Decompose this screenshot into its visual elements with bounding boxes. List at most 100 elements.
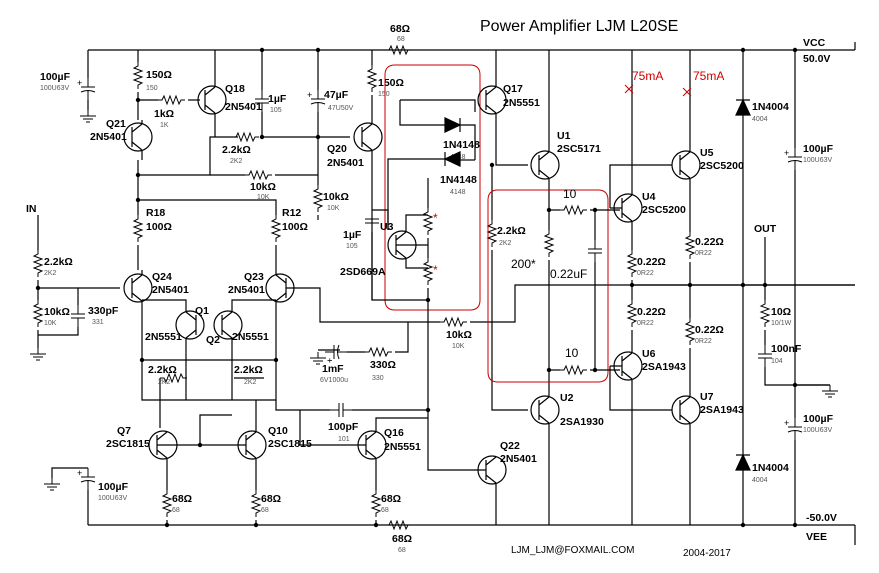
c022-note: 0.22uF [550, 267, 587, 281]
star-1: * [433, 211, 438, 225]
q17-transistor [477, 85, 507, 115]
r022-a-value: 0.22Ω [637, 256, 666, 268]
d1-value: 1N4148 [443, 139, 480, 151]
c47u-value: 47µF [324, 89, 349, 101]
r022-c-value: 0.22Ω [637, 306, 666, 318]
r12-value: 100Ω [282, 221, 308, 233]
r68-bot-code: 68 [398, 547, 406, 554]
footer-year: 2004-2017 [683, 548, 731, 559]
u6-type: 2SA1943 [642, 361, 686, 373]
r10k-fb-value: 10kΩ [446, 329, 472, 341]
c100p-value: 100pF [328, 421, 359, 433]
r68-bot-value: 68Ω [392, 533, 412, 545]
r10k-in-code: 10K [44, 320, 57, 327]
q2-type: 2N5551 [232, 331, 269, 343]
u2-type: 2SA1930 [560, 416, 604, 428]
r2k2-b-value: 2.2kΩ [148, 364, 177, 376]
q18-label: Q18 [225, 83, 245, 95]
u5-label: U5 [700, 147, 714, 159]
c1u-a-code: 105 [270, 107, 282, 114]
current-note-1: 75mA [632, 69, 663, 83]
c100u-d-code: 100U63V [803, 427, 833, 434]
c100u-b-value: 100µF [98, 481, 129, 493]
r2k2-c-value: 2.2kΩ [234, 364, 263, 376]
vee-label: VEE [806, 531, 827, 543]
u5-type: 2SC5200 [700, 160, 744, 172]
vcc-value: 50.0V [803, 53, 830, 65]
q1-type: 2N5551 [145, 331, 182, 343]
q1-label: Q1 [195, 305, 209, 317]
c1u-b-value: 1µF [343, 229, 362, 241]
d4-code: 4004 [752, 477, 768, 484]
r150-b-value: 150Ω [378, 77, 404, 89]
c1m-value: 1mF [322, 363, 344, 375]
r2k2-b-code: 2K2 [158, 379, 171, 386]
u5-transistor [671, 150, 701, 180]
r022-d-value: 0.22Ω [695, 324, 724, 336]
r022-a-code: 0R22 [637, 270, 654, 277]
u3-label: U3 [380, 221, 394, 233]
r022-b-code: 0R22 [695, 250, 712, 257]
d3-code: 4004 [752, 116, 768, 123]
r1k-code: 1K [160, 122, 169, 129]
star-2: * [433, 263, 438, 277]
output-label: OUT [754, 223, 777, 235]
r022-b-value: 0.22Ω [695, 236, 724, 248]
r10-note-b: 10 [565, 346, 579, 360]
q20-transistor [353, 122, 383, 152]
r10k-b-value: 10kΩ [323, 191, 349, 203]
r330-value: 330Ω [370, 359, 396, 371]
u1-type: 2SC5171 [557, 143, 601, 155]
current-note-2: 75mA [693, 69, 724, 83]
r200-note: 200* [511, 257, 536, 271]
u7-type: 2SA1943 [700, 404, 744, 416]
r68-c-value: 68Ω [381, 493, 401, 505]
u1-label: U1 [557, 130, 571, 142]
footer-email: LJM_LJM@FOXMAIL.COM [511, 545, 635, 556]
r2k2-d-value: 2.2kΩ [497, 225, 526, 237]
c1u-a-value: 1µF [268, 93, 287, 105]
q7-label: Q7 [117, 425, 131, 437]
c100u-c-value: 100µF [803, 143, 834, 155]
c47u-code: 47U50V [328, 105, 354, 112]
r10k-a-code: 10K [257, 194, 270, 201]
q20-type: 2N5401 [327, 157, 364, 169]
r2k2-in-code: 2K2 [44, 270, 57, 277]
r2k2-c-code: 2K2 [244, 379, 257, 386]
vee-value: -50.0V [806, 512, 837, 524]
bias-highlight-box [384, 64, 481, 311]
q23-type: 2N5401 [228, 284, 265, 296]
c100u-a-value: 100µF [40, 71, 71, 83]
vcc-label: VCC [803, 37, 826, 49]
q1-transistor [175, 310, 205, 340]
r10-note-a: 10 [563, 187, 577, 201]
r022-c-code: 0R22 [637, 320, 654, 327]
u4-label: U4 [642, 191, 656, 203]
r150-b-code: 150 [378, 91, 390, 98]
r68-top-code: 68 [397, 36, 405, 43]
r68-top-value: 68Ω [390, 23, 410, 35]
q2-transistor [213, 310, 243, 340]
r68-c-code: 68 [381, 507, 389, 514]
u2-label: U2 [560, 392, 574, 404]
u1-transistor [530, 150, 560, 180]
r2k2-a-code: 2K2 [230, 158, 243, 165]
r150-a-value: 150Ω [146, 69, 172, 81]
q16-label: Q16 [384, 427, 404, 439]
schematic-title: Power Amplifier LJM L20SE [480, 18, 678, 35]
c100p-code: 101 [338, 436, 350, 443]
c100u-d-value: 100µF [803, 413, 834, 425]
r150-a-code: 150 [146, 85, 158, 92]
r68-b-value: 68Ω [261, 493, 281, 505]
u7-transistor [671, 395, 701, 425]
u3-type: 2SD669A [340, 266, 386, 278]
r68-b-code: 68 [261, 507, 269, 514]
q23-label: Q23 [244, 271, 264, 283]
c1m-code: 6V1000u [320, 377, 348, 384]
q24-type: 2N5401 [152, 284, 189, 296]
q22-label: Q22 [500, 440, 520, 452]
d2-value: 1N4148 [440, 174, 477, 186]
q16-type: 2N5551 [384, 441, 421, 453]
q7-type: 2SC1815 [106, 438, 150, 450]
